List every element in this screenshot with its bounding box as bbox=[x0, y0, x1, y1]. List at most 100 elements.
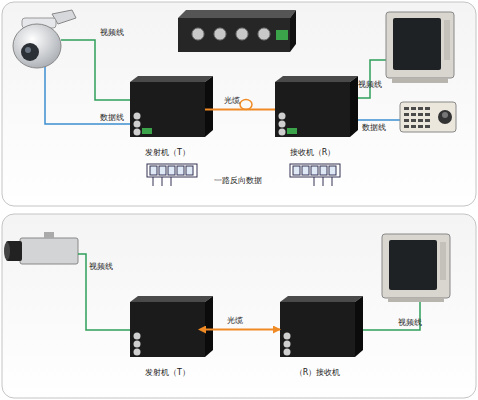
receiver-box-part bbox=[279, 121, 286, 128]
box-camera-part bbox=[20, 238, 78, 264]
keyboard-controller-part-part bbox=[411, 107, 416, 110]
terminal-block-part bbox=[329, 166, 336, 175]
cable-label: 光缆 bbox=[227, 316, 243, 326]
wire-label: 视频线 bbox=[100, 28, 124, 38]
terminal-block-part bbox=[150, 166, 157, 175]
monitor-part bbox=[389, 240, 437, 290]
transmitter-box-part bbox=[205, 296, 213, 357]
transmitter-box-part bbox=[134, 113, 141, 120]
keyboard-controller-part-part bbox=[418, 119, 423, 122]
keyboard-controller-part-part bbox=[404, 119, 409, 122]
fiber-line bbox=[205, 329, 280, 331]
transmitter-box bbox=[130, 296, 213, 357]
transmitter-box-part bbox=[130, 82, 205, 137]
wire-label: 视频线 bbox=[398, 318, 422, 328]
receiver-box-part bbox=[287, 128, 297, 134]
device-node: 接收机（R） bbox=[275, 82, 350, 137]
terminal-block-part bbox=[314, 177, 332, 186]
box-camera-part bbox=[44, 232, 54, 238]
receiver-box-part bbox=[275, 76, 358, 82]
keyboard-controller-part bbox=[404, 107, 430, 128]
monitor-part bbox=[440, 242, 446, 280]
transmitter-box-part bbox=[205, 76, 213, 137]
keyboard-controller-part bbox=[438, 110, 452, 124]
wire-label: 数据线 bbox=[100, 113, 124, 123]
device-label: 发射机（T） bbox=[145, 148, 190, 158]
video-wire bbox=[78, 254, 420, 330]
transmitter-box-part bbox=[142, 128, 152, 134]
receiver-box-part bbox=[355, 296, 363, 357]
monitor bbox=[382, 234, 450, 302]
terminal-block-part bbox=[153, 177, 171, 186]
monitor-part bbox=[386, 12, 454, 78]
receiver-box-part bbox=[280, 302, 355, 357]
box-camera bbox=[4, 232, 78, 264]
receiver-box-part bbox=[284, 341, 291, 348]
terminal-block-part bbox=[293, 166, 300, 175]
fiber-cable bbox=[205, 100, 275, 110]
keyboard-controller-part-part bbox=[411, 125, 416, 128]
terminal-block-part bbox=[177, 166, 184, 175]
cable-loop bbox=[240, 100, 252, 110]
transmitter-box-part bbox=[134, 333, 141, 340]
keyboard-controller-part-part bbox=[418, 125, 423, 128]
transmitter-box bbox=[130, 76, 213, 137]
keyboard-controller-part-part bbox=[425, 119, 430, 122]
wire-label: 视频线 bbox=[358, 80, 382, 90]
dome-camera-part bbox=[25, 47, 31, 53]
keyboard-controller-part-part bbox=[418, 113, 423, 116]
terminal-block-part bbox=[186, 166, 193, 175]
receiver-box-part bbox=[280, 296, 363, 302]
monitor-part bbox=[392, 78, 448, 83]
dome-camera bbox=[13, 10, 76, 68]
receiver-box-part bbox=[279, 113, 286, 120]
receiver-box-part bbox=[279, 129, 286, 136]
device-photo-part bbox=[178, 18, 290, 52]
wire-label: 一路反向数据 bbox=[214, 176, 262, 186]
monitor-part bbox=[388, 298, 444, 302]
monitor-part bbox=[382, 234, 450, 298]
receiver-box-part bbox=[350, 76, 358, 137]
transmitter-box-part bbox=[134, 129, 141, 136]
keyboard-controller-part-part bbox=[404, 107, 409, 110]
device-label: （R）接收机 bbox=[295, 368, 341, 378]
receiver-box bbox=[275, 76, 358, 137]
cable-label: 光缆 bbox=[224, 96, 240, 106]
device-node: （R）接收机 bbox=[280, 302, 355, 357]
receiver-box-part bbox=[284, 333, 291, 340]
keyboard-controller-part bbox=[400, 102, 456, 132]
fiber-cable bbox=[205, 329, 280, 330]
device-node: 发射机（T） bbox=[130, 82, 205, 137]
keyboard-controller bbox=[400, 102, 456, 132]
receiver-box bbox=[280, 296, 363, 357]
device-photo-part bbox=[192, 28, 204, 40]
video-wire-part bbox=[78, 254, 131, 330]
receiver-box-part bbox=[284, 349, 291, 356]
terminal-block-part bbox=[320, 166, 327, 175]
device-photo-part bbox=[276, 30, 288, 40]
device-node: 发射机（T） bbox=[130, 302, 205, 357]
keyboard-controller-part-part bbox=[425, 113, 430, 116]
wire-label: 数据线 bbox=[362, 123, 386, 133]
terminal-block-part bbox=[302, 166, 309, 175]
terminal-block-part bbox=[159, 166, 166, 175]
keyboard-controller-part bbox=[442, 112, 448, 118]
transmitter-box-part bbox=[134, 341, 141, 348]
box-camera-part bbox=[4, 242, 10, 260]
terminal-block-part bbox=[290, 164, 340, 177]
device-photo-part bbox=[258, 28, 270, 40]
device-photo-part bbox=[290, 10, 296, 52]
transmitter-box-part bbox=[130, 296, 213, 302]
terminal-block bbox=[147, 164, 340, 186]
keyboard-controller-part-part bbox=[404, 113, 409, 116]
device-photo bbox=[178, 10, 296, 52]
keyboard-controller-part-part bbox=[425, 125, 430, 128]
video-wire-part bbox=[61, 40, 131, 100]
panel-part bbox=[2, 2, 476, 206]
transmitter-box-part bbox=[130, 302, 205, 357]
terminal-block-part bbox=[147, 164, 197, 177]
